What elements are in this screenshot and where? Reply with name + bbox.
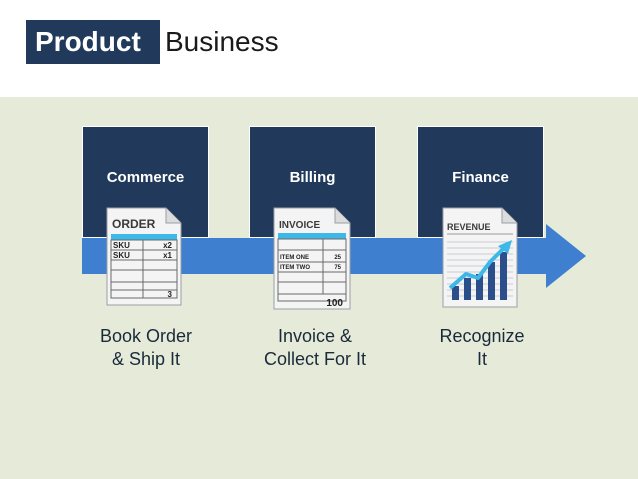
invoice-total: 100 — [326, 298, 343, 309]
invoice-row-1-amount: 25 — [334, 255, 341, 261]
caption-billing-line-2: Collect For It — [263, 349, 367, 369]
stage-label-finance: Finance — [452, 169, 509, 186]
caption-commerce-line-2: & Ship It — [111, 349, 181, 369]
caption-commerce: Book Order & Ship It — [66, 325, 226, 371]
caption-commerce-line-1: Book Order — [99, 326, 193, 346]
revenue-heading: REVENUE — [447, 222, 491, 232]
title-highlight-box — [26, 20, 160, 64]
order-total: 3 — [168, 290, 173, 299]
order-row-2-item: SKU — [113, 251, 130, 260]
stage-finance: Finance — [417, 126, 544, 238]
order-heading: ORDER — [112, 217, 156, 231]
caption-finance-line-2: It — [476, 349, 487, 369]
order-row-1-item: SKU — [113, 241, 130, 250]
order-row-1-qty: x2 — [163, 241, 172, 250]
order-row-2-qty: x1 — [163, 251, 172, 260]
invoice-document-icon: INVOICE ITEM ONE 25 ITEM TWO 75 100 — [273, 207, 351, 310]
caption-billing: Invoice & Collect For It — [235, 325, 395, 371]
title-business: Business — [165, 26, 279, 57]
caption-finance: Recognize It — [402, 325, 562, 371]
stage-label-commerce: Commerce — [106, 169, 185, 186]
title-product: Product — [35, 26, 141, 57]
invoice-row-2-item: ITEM TWO — [280, 265, 310, 271]
stage-label-billing: Billing — [289, 169, 336, 186]
invoice-row-2-amount: 75 — [334, 265, 341, 271]
order-document-icon: ORDER SKU x2 SKU x1 3 — [106, 207, 182, 306]
revenue-chart-icon: REVENUE — [442, 207, 518, 308]
caption-finance-line-1: Recognize — [439, 326, 525, 346]
invoice-row-1-item: ITEM ONE — [280, 255, 309, 261]
invoice-heading: INVOICE — [279, 220, 320, 231]
caption-billing-line-1: Invoice & — [277, 326, 353, 346]
